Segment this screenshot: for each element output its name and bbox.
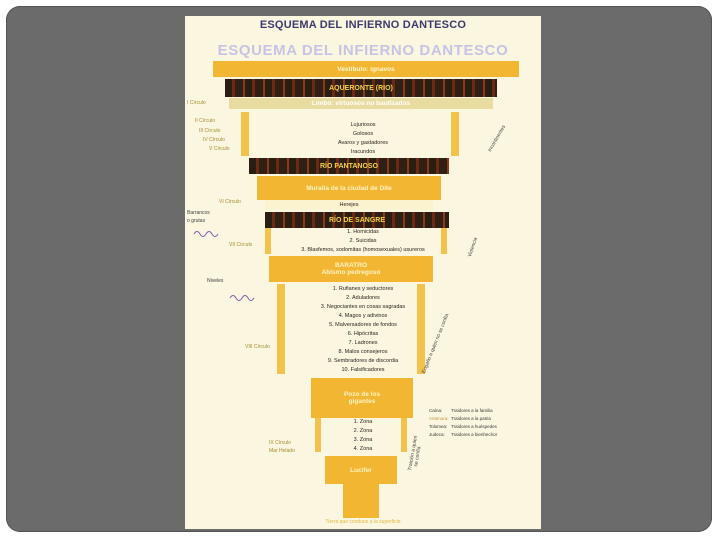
list-item: 9. Sembradores de discordia (327, 358, 399, 364)
list-item: 3. Negociantes en cosas sagradas (320, 304, 406, 310)
list-item: Avaros y gastadores (337, 140, 389, 146)
vestibule-band: Vestíbulo: ignavos (213, 61, 519, 77)
exit-tunnel (343, 484, 379, 518)
wave-decoration-icon (193, 231, 219, 237)
giants-well-label-2: gigantes (348, 398, 376, 405)
list-item: 2. Aduladores (346, 295, 380, 301)
limbo-band: Limbo: virtuosos no bautizados (229, 98, 493, 109)
lucifer-band: Lucifer (325, 456, 397, 484)
circle-label-9: IX Círculo (269, 440, 291, 446)
list-item: 3. Zona (353, 437, 373, 443)
lucifer-label: Lucifer (350, 466, 372, 474)
heretics-band: Herejes (265, 200, 433, 210)
circle-label-2: II Círculo (195, 118, 216, 124)
wave-decoration-icon (229, 295, 255, 301)
giants-well-band: Pozo de los gigantes (311, 378, 413, 418)
baratro-band: BARATRO Abismo pedregoso (269, 256, 433, 282)
ravines-label: Barrancos (187, 210, 210, 216)
stair-right-fraud (417, 284, 425, 374)
list-item: 4. Magos y adivinos (338, 313, 388, 319)
stair-right-violent (441, 228, 447, 254)
rocky-abyss-label: Abismo pedregoso (321, 269, 381, 276)
frozen-sea-label: Mar Helado (269, 448, 295, 454)
blood-river-label: RÍO DE SANGRE (328, 216, 385, 224)
stair-right-zones (401, 418, 407, 452)
circle-label-3: III Círculo (199, 128, 221, 134)
stair-right-upper (451, 112, 459, 156)
heretics-label: Herejes (339, 202, 359, 208)
stair-left-zones (315, 418, 321, 452)
list-item: Lujuriosos (350, 122, 376, 128)
dis-wall-label: Muralla de la ciudad de Dite (306, 184, 392, 192)
dis-wall-band: Muralla de la ciudad de Dite (257, 176, 441, 200)
vestibule-label: Vestíbulo: ignavos (337, 65, 395, 73)
list-item: 6. Hipócritas (347, 331, 379, 337)
circle-label-5: V Círculo (209, 146, 230, 152)
circle-label-6: VI Círculo (219, 199, 241, 205)
legend-row: Judeca:Traidores a bienhechor (429, 432, 498, 437)
list-item: 4. Zona (353, 446, 373, 452)
list-item: Golosos (352, 131, 374, 137)
list-item: 1. Zona (353, 419, 373, 425)
acheron-band: AQUERONTE (RIO) (225, 79, 497, 97)
list-item: 2. Suicidas (349, 238, 377, 244)
legend-row: Antenora:Traidores a la patria (429, 416, 491, 421)
circle-label-7: VII Círculo (229, 242, 253, 248)
stair-left-violent (265, 228, 271, 254)
circle-label-8: VIII Círculo (245, 344, 270, 350)
list-item: 8. Malos consejeros (338, 349, 388, 355)
giants-well-label-1: Pozo de los (343, 391, 381, 398)
list-item: 10. Falsificadores (341, 367, 385, 373)
list-item: 2. Zona (353, 428, 373, 434)
stair-left-fraud (277, 284, 285, 374)
slide-frame: ESQUEMA DEL INFIERNO DANTESCO ESQUEMA DE… (6, 6, 712, 532)
poster-title-large: ESQUEMA DEL INFIERNO DANTESCO (217, 42, 509, 59)
list-item: Iracundos (350, 149, 376, 155)
swamp-river-label: RÍO PANTANOSO (319, 162, 379, 170)
levels-label: Niveles (207, 278, 224, 284)
poster-title-small: ESQUEMA DEL INFIERNO DANTESCO (259, 19, 467, 31)
blood-river-band: RÍO DE SANGRE (265, 212, 449, 228)
baratro-label: BARATRO (334, 262, 367, 269)
limbo-label: Limbo: virtuosos no bautizados (311, 100, 411, 107)
inferno-poster: ESQUEMA DEL INFIERNO DANTESCO ESQUEMA DE… (185, 16, 541, 529)
caves-label: o grutas (187, 218, 206, 224)
legend-row: Caína:Traidores a la familia (429, 408, 493, 413)
footer-caption: Tierra que conduce a la superficie (325, 519, 401, 525)
list-item: 5. Malversadores de fondos (329, 322, 397, 328)
legend-row: Tolomea:Traidores a huéspedes (429, 424, 497, 429)
stair-left-upper (241, 112, 249, 156)
list-item: 7. Ladrones (348, 340, 378, 346)
swamp-river-band: RÍO PANTANOSO (249, 158, 449, 174)
acheron-label: AQUERONTE (RIO) (329, 84, 393, 92)
circle-label-1: I Círculo (187, 100, 206, 106)
list-item: 3. Blasfemos, sodomitas (homosexuales) u… (301, 247, 425, 253)
circle-label-4: IV Círculo (203, 137, 225, 143)
list-item: 1. Homicidas (347, 229, 379, 235)
list-item: 1. Rufianes y seductores (332, 286, 394, 292)
